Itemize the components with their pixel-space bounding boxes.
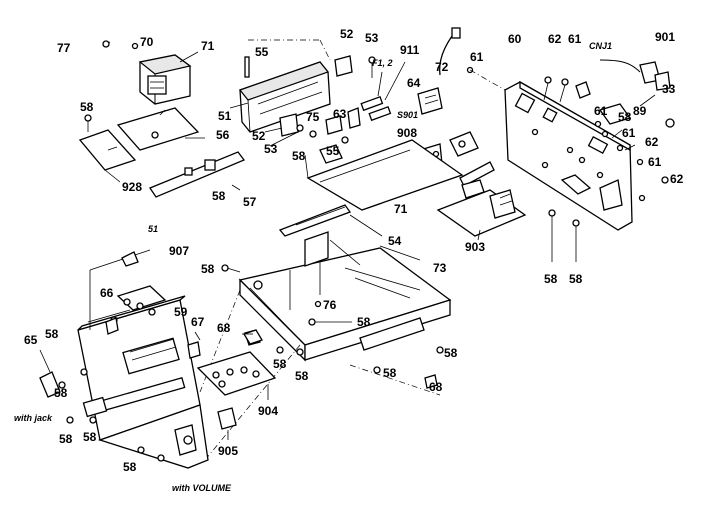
label-51: 51: [218, 109, 232, 123]
label-62: 62: [548, 32, 562, 46]
label-59: 59: [174, 305, 188, 319]
label-56: 56: [216, 128, 230, 142]
label-cnj1: CNJ1: [589, 41, 612, 51]
label-58: 58: [212, 189, 226, 203]
label-53: 53: [264, 142, 278, 156]
label-903: 903: [465, 240, 485, 254]
label-73: 73: [433, 261, 447, 275]
label-58: 58: [59, 432, 73, 446]
label-65: 65: [24, 333, 38, 347]
label-61: 61: [648, 155, 662, 169]
label-53: 53: [365, 31, 379, 45]
label-66: 66: [100, 286, 114, 300]
label-68: 68: [429, 380, 443, 394]
front-panel-59: [77, 295, 209, 469]
label-72: 72: [435, 60, 449, 74]
main-bracket-51: [239, 61, 331, 133]
label-58: 58: [201, 262, 215, 276]
label-60: 60: [508, 32, 522, 46]
bracket-928: [78, 129, 137, 171]
label-58: 58: [569, 272, 583, 286]
label-58: 58: [45, 327, 59, 341]
label-61: 61: [568, 32, 582, 46]
rear-panel-60: [504, 80, 633, 231]
label-911: 911: [400, 43, 420, 57]
label-61: 61: [470, 50, 484, 64]
label-908: 908: [397, 126, 417, 140]
label-71: 71: [201, 39, 215, 53]
label-54: 54: [388, 234, 402, 248]
label-s901: S901: [397, 110, 418, 120]
main-circuit-board: [304, 139, 464, 211]
label-58: 58: [273, 357, 287, 371]
label-64: 64: [407, 76, 421, 90]
label-77: 77: [57, 41, 71, 55]
label-52: 52: [340, 27, 354, 41]
label-58: 58: [83, 430, 97, 444]
rear-strip-57: [149, 151, 246, 198]
label-fuse-f1-2: F1, 2: [372, 58, 393, 68]
label-62: 62: [645, 135, 659, 149]
label-89: 89: [633, 104, 647, 118]
label-61: 61: [594, 104, 608, 118]
label-58: 58: [54, 386, 68, 400]
circuit-board-903: [436, 189, 527, 237]
power-transformer: [138, 54, 192, 105]
label-68: 68: [217, 321, 231, 335]
label-904: 904: [258, 404, 278, 418]
label-905: 905: [218, 444, 238, 458]
screw-70: [131, 42, 139, 50]
screw-77: [102, 40, 110, 48]
label-58: 58: [357, 315, 371, 329]
label-51: 51: [148, 224, 158, 234]
label-55: 55: [255, 45, 269, 59]
switch-board-904: [196, 351, 277, 396]
transformer-plate-56: [116, 107, 200, 151]
label-58: 58: [292, 149, 306, 163]
label-55: 55: [326, 144, 340, 158]
label-52: 52: [252, 129, 266, 143]
chassis-73: [238, 231, 452, 362]
label-33: 33: [662, 82, 676, 96]
label-58: 58: [383, 366, 397, 380]
label-58: 58: [544, 272, 558, 286]
label-75: 75: [306, 110, 320, 124]
label-76: 76: [323, 298, 337, 312]
label-with-jack: with jack: [14, 413, 53, 423]
label-901: 901: [655, 30, 675, 44]
label-61: 61: [622, 126, 636, 140]
label-57: 57: [243, 195, 257, 209]
label-58: 58: [80, 100, 94, 114]
label-67: 67: [191, 315, 205, 329]
label-70: 70: [140, 35, 154, 49]
label-62: 62: [670, 172, 684, 186]
label-928: 928: [122, 180, 142, 194]
label-907: 907: [169, 244, 189, 258]
label-63: 63: [333, 107, 347, 121]
label-58: 58: [295, 369, 309, 383]
label-71: 71: [394, 202, 408, 216]
label-58: 58: [123, 460, 137, 474]
label-58: 58: [444, 346, 458, 360]
label-58: 58: [618, 110, 632, 124]
label-with-volume: with VOLUME: [172, 483, 232, 493]
